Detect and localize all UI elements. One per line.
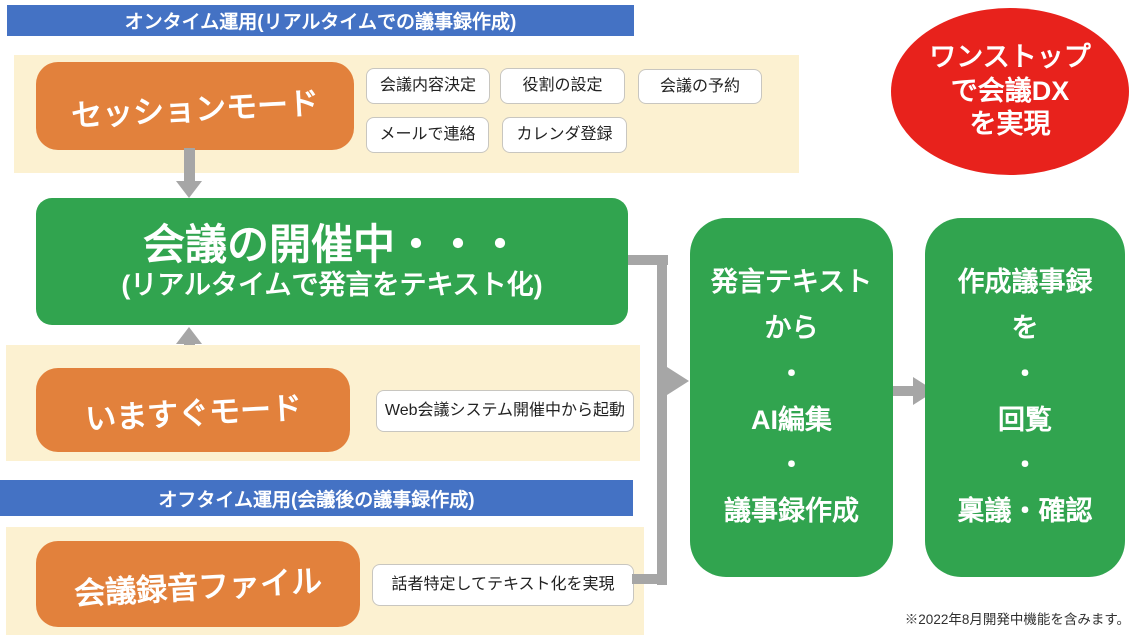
task-chip-role-setting: 役割の設定 <box>500 68 625 104</box>
pipeline-step1-box: 発言テキスト から ・ AI編集 ・ 議事録作成 <box>690 218 893 577</box>
footnote: ※2022年8月開発中機能を含みます。 <box>904 612 1130 627</box>
recording-file-label: 会議録音ファイル <box>73 563 323 611</box>
banner-ontime: オンタイム運用(リアルタイムでの議事録作成) <box>7 5 634 36</box>
meeting-live-title: 会議の開催中・・・ <box>142 221 521 269</box>
recording-file-box: 会議録音ファイル <box>36 541 360 627</box>
task-chip-mail-contact: メールで連絡 <box>366 117 489 153</box>
session-mode-label: セッションモード <box>70 85 320 133</box>
meeting-live-box: 会議の開催中・・・ (リアルタイムで発言をテキスト化) <box>36 198 628 325</box>
connector-top-horizontal <box>628 255 668 265</box>
task-chip-meeting-content: 会議内容決定 <box>366 68 490 104</box>
arrow-up-icon <box>176 327 202 344</box>
arrow-down-icon <box>176 181 202 198</box>
now-mode-box: いますぐモード <box>36 368 350 452</box>
now-mode-label: いますぐモード <box>83 389 303 437</box>
arrow-right-shaft-steps <box>893 386 915 396</box>
connector-bottom-horizontal <box>632 574 667 584</box>
connector-vertical <box>657 255 667 585</box>
arrow-down-shaft <box>184 148 195 182</box>
task-chip-calendar-register: カレンダ登録 <box>502 117 627 153</box>
arrow-right-icon-merge <box>667 367 689 395</box>
chip-web-meeting-launch: Web会議システム開催中から起動 <box>376 390 634 432</box>
onestop-badge: ワンストップ で会議DX を実現 <box>891 8 1129 175</box>
pipeline-step2-box: 作成議事録 を ・ 回覧 ・ 稟議・確認 <box>925 218 1125 577</box>
task-chip-meeting-reservation: 会議の予約 <box>638 69 762 104</box>
chip-speaker-identification: 話者特定してテキスト化を実現 <box>372 564 634 606</box>
meeting-live-subtitle: (リアルタイムで発言をテキスト化) <box>121 270 543 301</box>
session-mode-box: セッションモード <box>36 62 354 150</box>
banner-offtime: オフタイム運用(会議後の議事録作成) <box>0 480 633 516</box>
